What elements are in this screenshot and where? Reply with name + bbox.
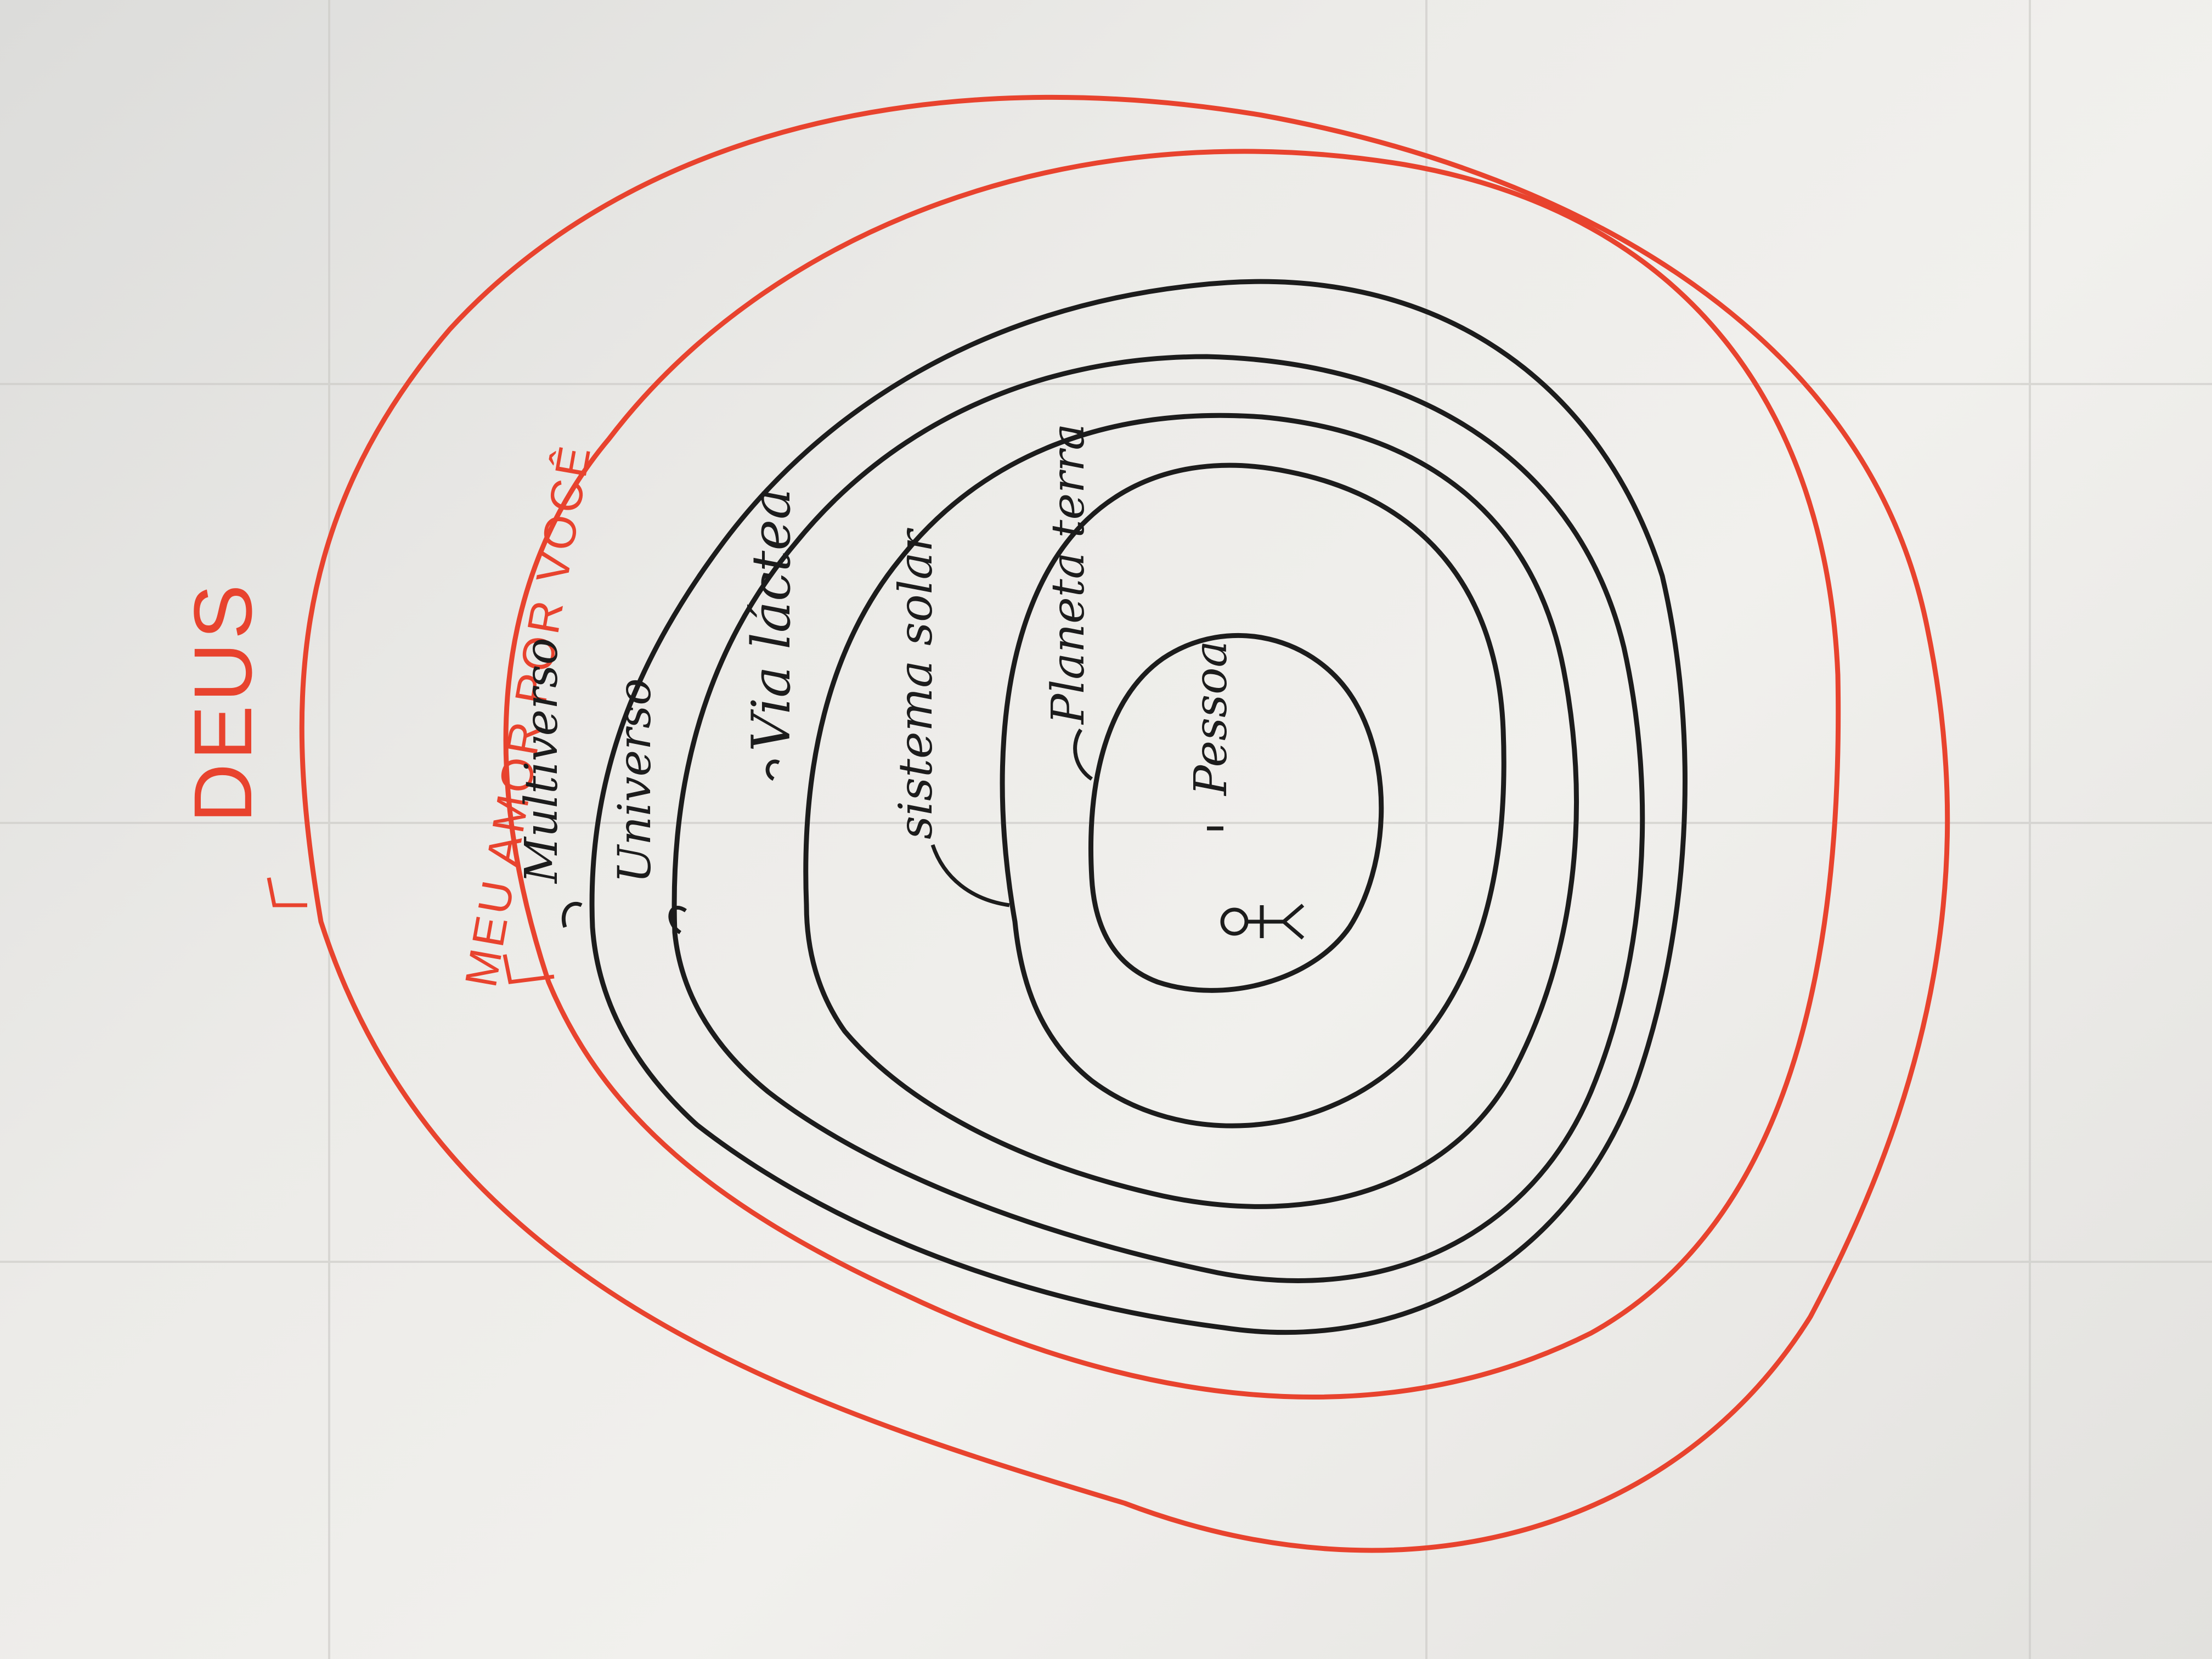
- planeta-terra-boundary: [1088, 633, 1384, 993]
- multiverso-boundary: [589, 279, 1688, 1335]
- amor-boundary: [503, 149, 1841, 1400]
- deus-boundary: [299, 94, 1950, 1553]
- layer-label-planeta-terra: Planeta terra: [1042, 423, 1094, 724]
- layer-label-universo: Universo: [609, 678, 661, 883]
- via-lactea-boundary: [803, 413, 1579, 1209]
- sistema-solar-boundary: [1000, 462, 1506, 1128]
- layer-label-via-lactea: Via láctea: [741, 488, 802, 752]
- deus-label: DEUS: [177, 581, 269, 823]
- universo-boundary: [672, 354, 1645, 1283]
- label-pointer-arrows: [561, 729, 1223, 934]
- red-pointer-arrows: [267, 877, 555, 984]
- stick-figure-icon: [1220, 904, 1305, 940]
- layer-label-sistema-solar: sistema solar: [889, 530, 943, 839]
- layer-label-pessoa: Pessoa: [1185, 640, 1237, 795]
- layer-label-multiverso: Multiverso: [516, 637, 568, 883]
